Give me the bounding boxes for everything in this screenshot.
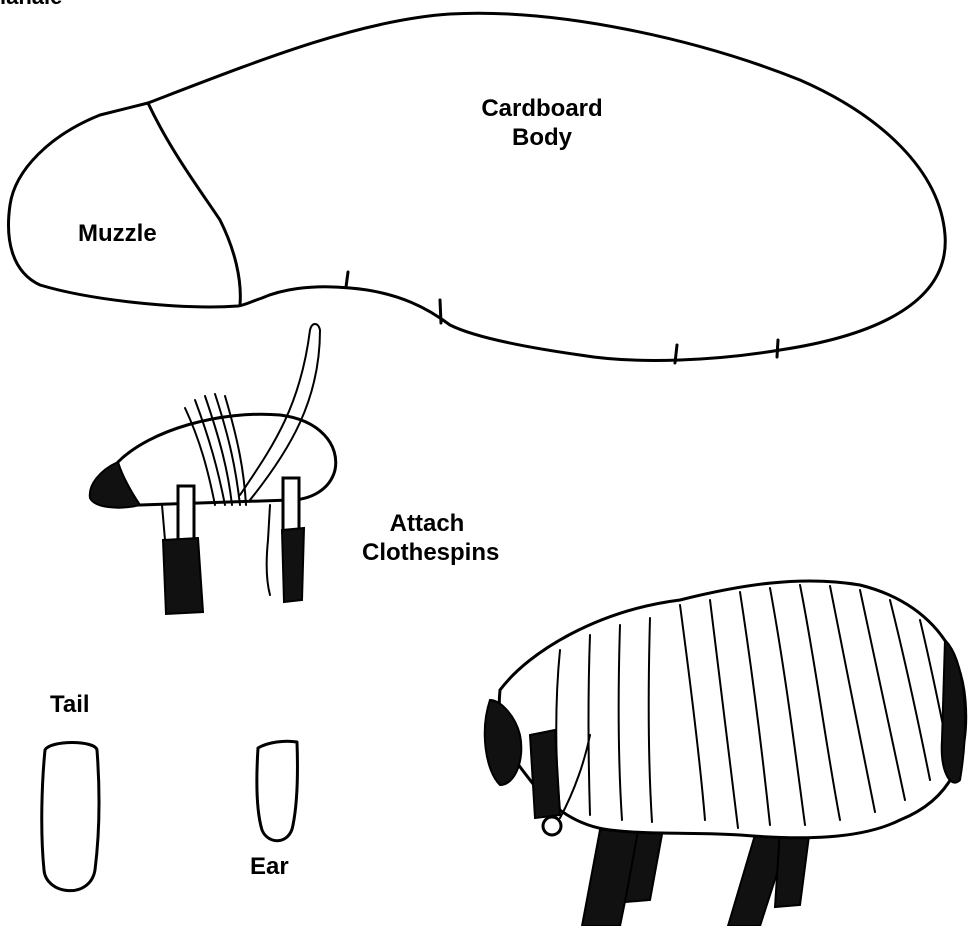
- clipped-heading-text: lanale: [0, 0, 62, 10]
- muzzle-divider-line: [148, 103, 240, 305]
- small-head-black: [90, 462, 140, 508]
- clothespin-top: [283, 478, 299, 533]
- string-wrap: [215, 394, 240, 505]
- clothespin-sheep-assembly: [90, 324, 336, 614]
- body-outline: [9, 13, 946, 360]
- sheep-ear-right: [942, 640, 965, 783]
- clothespin-bottom: [282, 528, 304, 602]
- sheep-nose: [543, 817, 561, 835]
- finished-sheep: [485, 581, 966, 926]
- muzzle-label: Muzzle: [78, 220, 157, 249]
- clothespin-top: [178, 486, 194, 541]
- leg: [775, 828, 810, 907]
- clothespin-bottom: [163, 538, 203, 614]
- cardboard-body-label: Cardboard Body: [462, 95, 622, 153]
- notch-mark: [777, 340, 778, 357]
- sheep-face: [530, 730, 560, 818]
- leg-line: [267, 505, 270, 595]
- ear-label: Ear: [250, 853, 289, 882]
- string-wrap: [195, 400, 225, 505]
- tail-label: Tail: [50, 691, 90, 720]
- string-wrap: [225, 396, 246, 505]
- notch-mark: [675, 345, 677, 363]
- ear-template: [257, 741, 298, 840]
- tail-template: [42, 743, 99, 891]
- attach-clothespins-label: Attach Clothespins: [362, 510, 492, 568]
- cardboard-body-template: [9, 13, 946, 363]
- leg-line: [162, 505, 165, 540]
- notch-mark: [440, 300, 441, 323]
- string-loop: [240, 324, 320, 500]
- notch-mark: [346, 272, 348, 287]
- string-wrap: [205, 396, 232, 505]
